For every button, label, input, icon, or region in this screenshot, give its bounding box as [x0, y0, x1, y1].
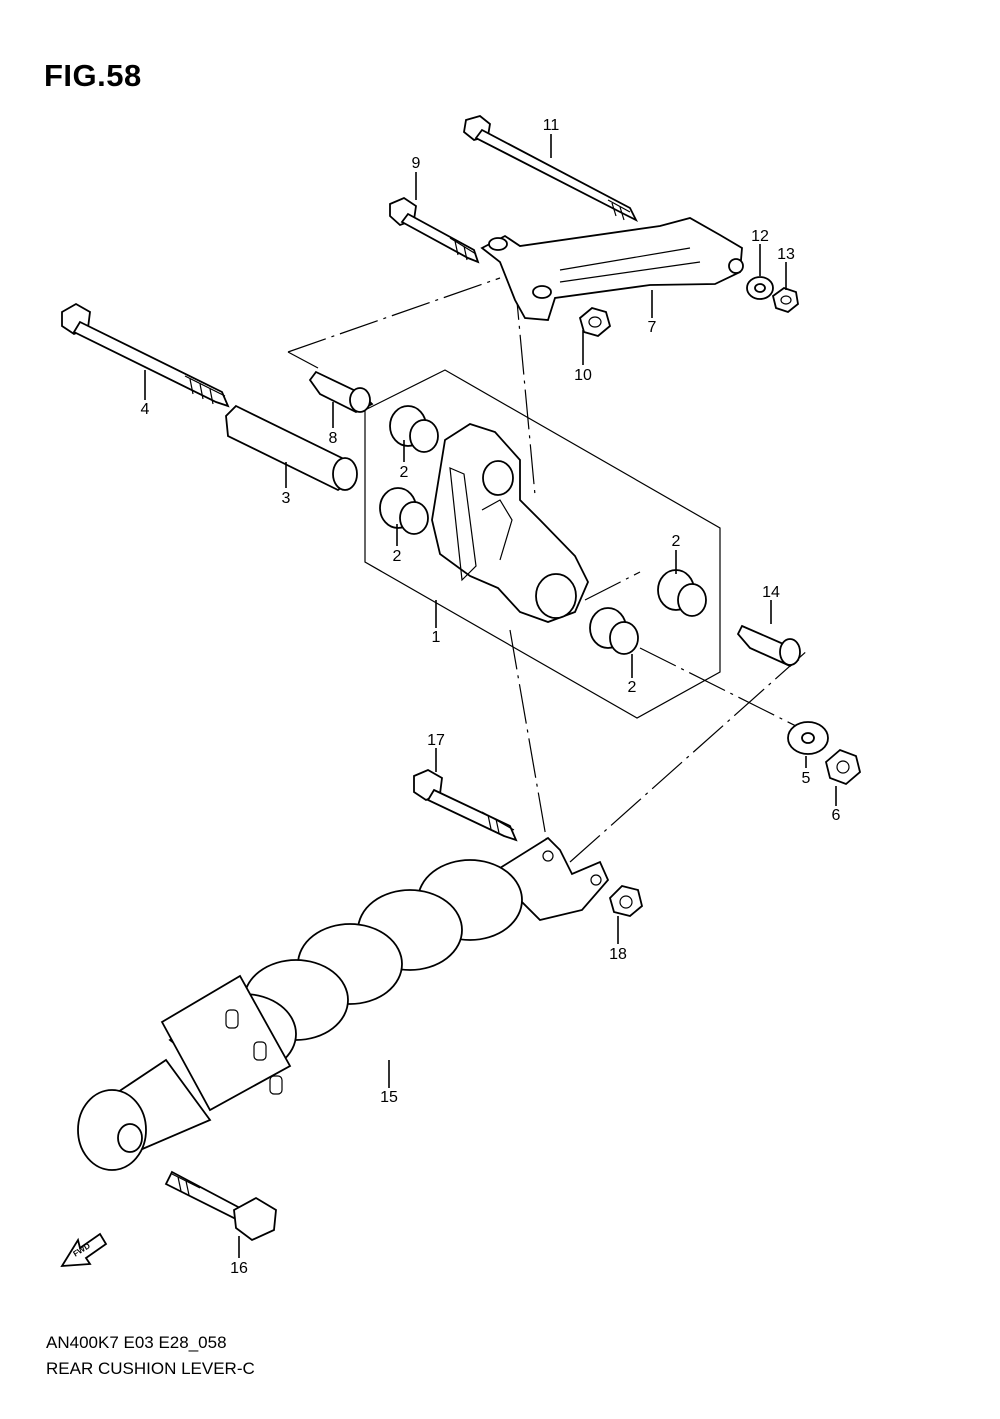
figure-title: FIG.58: [44, 58, 142, 93]
callout-14: 14: [762, 584, 780, 601]
callout-13: 13: [777, 246, 795, 263]
callout-2: 2: [672, 533, 681, 550]
figure-name: REAR CUSHION LEVER-C: [46, 1359, 255, 1378]
callout-9: 9: [412, 155, 421, 172]
nut-18: [608, 885, 644, 917]
callout-6: 6: [832, 807, 841, 824]
bolt-9: [389, 196, 480, 264]
callout-3: 3: [282, 490, 291, 507]
bolt-17: [413, 768, 518, 842]
nut-10: [578, 307, 612, 337]
cushion-lever-1: [431, 423, 589, 623]
callout-1: 1: [432, 629, 441, 646]
assembly-line: [639, 647, 821, 739]
rear-shock-absorber-15: [77, 836, 610, 1171]
bolt-4: [61, 302, 230, 408]
fwd-arrow: FWD: [60, 1232, 108, 1268]
model-code: AN400K7 E03 E28_058: [46, 1333, 227, 1352]
callout-17: 17: [427, 732, 445, 749]
callout-18: 18: [609, 946, 627, 963]
spacer-8: [308, 370, 374, 414]
assembly-line: [509, 629, 551, 861]
assembly-line: [287, 351, 319, 369]
bearing-2: [389, 405, 439, 453]
lever-assembly-boundary: [364, 369, 721, 719]
bolt-16: [164, 1170, 277, 1242]
callout-2: 2: [628, 679, 637, 696]
spacer-14: [736, 624, 801, 668]
bolt-11: [463, 115, 639, 223]
collar-3: [225, 404, 358, 492]
callout-5: 5: [802, 770, 811, 787]
callout-12: 12: [751, 228, 769, 245]
bearing-2: [379, 487, 429, 535]
callout-2: 2: [393, 548, 402, 565]
callout-15: 15: [380, 1089, 398, 1106]
callout-7: 7: [648, 319, 657, 336]
callout-11: 11: [543, 117, 560, 134]
nut-6: [824, 748, 862, 786]
bearing-2: [657, 569, 707, 617]
washer-5: [787, 721, 829, 755]
assembly-line: [584, 571, 641, 601]
assembly-line: [569, 649, 809, 863]
callout-16: 16: [230, 1260, 248, 1277]
callout-4: 4: [141, 401, 150, 418]
callout-8: 8: [329, 430, 338, 447]
assembly-line: [514, 279, 536, 496]
washer-12: [746, 276, 774, 300]
bearing-2: [589, 607, 639, 655]
callout-2: 2: [400, 464, 409, 481]
cushion-rod-7: [480, 217, 744, 321]
nut-13: [771, 286, 799, 314]
callout-10: 10: [574, 367, 592, 384]
assembly-line: [287, 277, 501, 353]
